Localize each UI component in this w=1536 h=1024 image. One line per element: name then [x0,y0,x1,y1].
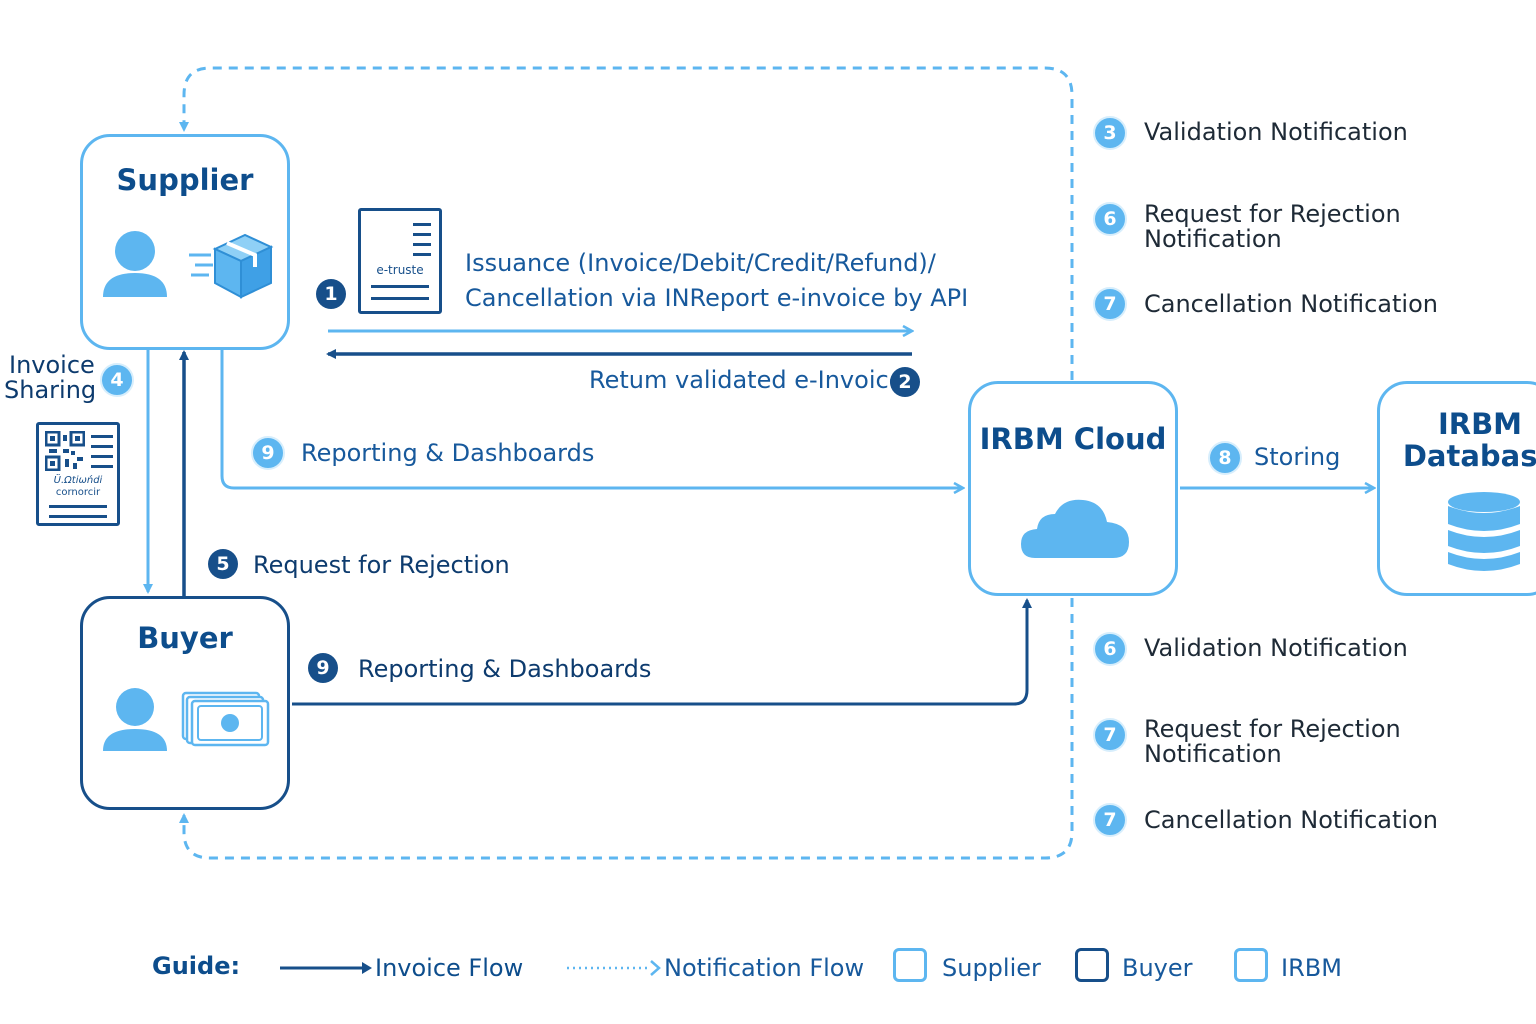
notif-buyer-text-1b: Notification [1144,740,1282,768]
supplier-title: Supplier [116,163,254,197]
notif-buyer-text-0: Validation Notification [1144,634,1408,662]
step-badge-9-supplier: 9 [251,436,285,470]
person-icon [103,231,167,297]
step-badge-4: 4 [100,363,134,397]
notif-buyer-badge-0: 6 [1093,632,1127,666]
legend-buyer: Buyer [1122,954,1193,982]
notif-buyer-text-1a: Request for Rejection [1144,715,1401,743]
qr-code-icon [45,431,85,471]
notification-loop-supplier [179,66,1074,380]
request-rejection-label: Request for Rejection [253,551,510,579]
qr-invoice-document-icon: Ü.Ωtiωńdi cornorcir [36,422,120,526]
legend-title: Guide: [152,952,241,980]
buyer-title: Buyer [137,621,233,655]
notif-buyer-badge-1: 7 [1093,718,1127,752]
step-badge-5: 5 [208,549,238,579]
person-icon [103,688,167,751]
notif-supplier-text-1b: Notification [1144,225,1282,253]
e-invoice-document-icon: e-truste [358,208,442,314]
legend-buyer-swatch [1075,948,1109,982]
document-label: e-truste [376,263,424,277]
invoice-sharing-line1: Invoice [9,351,95,379]
irbm-cloud-title: IRBM Cloud [979,422,1167,456]
irbm-cloud-node[interactable]: IRBM Cloud [968,381,1178,596]
notif-supplier-badge-0: 3 [1093,116,1127,150]
qr-doc-text-2: cornorcir [55,487,101,498]
notif-supplier-badge-1: 6 [1093,202,1127,236]
cloud-icon [1021,499,1129,558]
issuance-label-line1: Issuance (Invoice/Debit/Credit/Refund)/ [465,249,936,277]
qr-doc-text-1: Ü.Ωtiωńdi [53,475,103,486]
storing-label: Storing [1254,443,1341,471]
supplier-node[interactable]: Supplier [80,134,290,350]
notification-loop-buyer [179,598,1074,860]
legend-supplier-swatch [893,948,927,982]
legend-invoice-flow-line [280,962,372,974]
notif-buyer-text-2: Cancellation Notification [1144,806,1438,834]
issuance-label-line2: Cancellation via INReport e-invoice by A… [465,284,969,312]
reporting-buyer-label: Reporting & Dashboards [358,655,652,683]
reporting-supplier-label: Reporting & Dashboards [301,439,595,467]
reporting-buyer-arrow [292,598,1032,706]
legend-irbm: IRBM [1281,954,1342,982]
notif-supplier-text-1a: Request for Rejection [1144,200,1401,228]
step-badge-1: 1 [316,279,346,309]
step-badge-8: 8 [1208,441,1242,475]
reporting-supplier-arrow [220,350,963,488]
legend-notification-flow-line [567,960,661,976]
return-label: Retum validated e-Invoice [589,366,904,394]
cash-icon [181,691,270,747]
package-icon [189,233,274,299]
step-badge-2: 2 [890,367,920,397]
invoice-sharing-line2: Sharing [4,376,97,404]
legend-supplier: Supplier [942,954,1041,982]
legend-invoice-flow: Invoice Flow [375,954,524,982]
notif-supplier-badge-2: 7 [1093,287,1127,321]
notif-supplier-text-0: Validation Notification [1144,118,1408,146]
database-icon [1448,492,1520,571]
legend-notification-flow: Notification Flow [664,954,865,982]
step-badge-9-buyer: 9 [308,653,338,683]
buyer-node[interactable]: Buyer [80,596,290,810]
notif-supplier-text-2: Cancellation Notification [1144,290,1438,318]
legend-irbm-swatch [1234,948,1268,982]
notif-buyer-badge-2: 7 [1093,803,1127,837]
